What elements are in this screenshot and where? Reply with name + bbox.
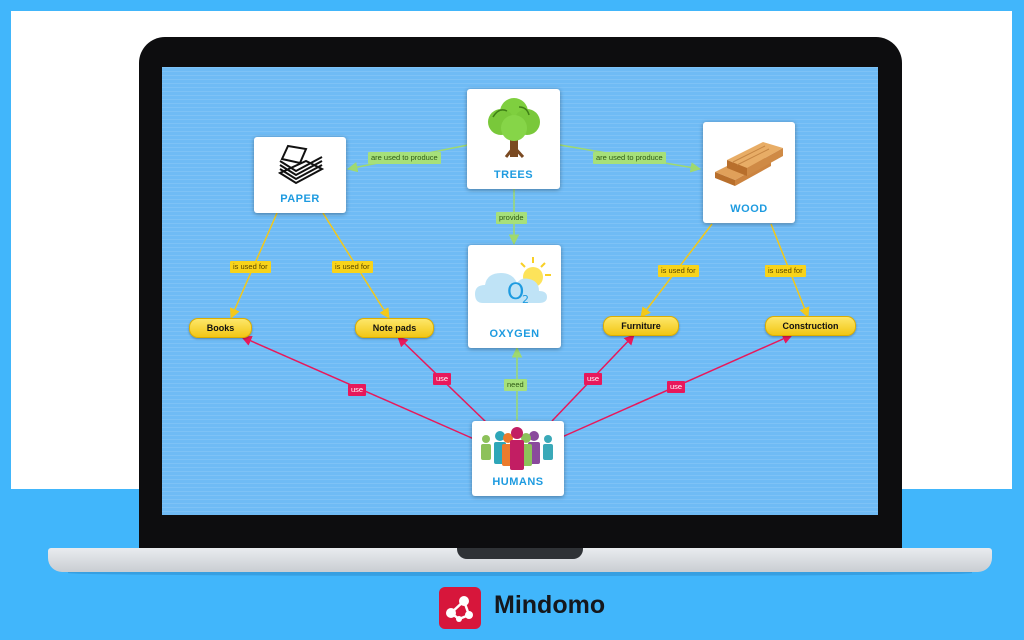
topic-trees[interactable]: TREES	[467, 89, 560, 189]
laptop-notch	[457, 548, 583, 559]
label-paper-notepads[interactable]: is used for	[332, 261, 373, 273]
topic-wood[interactable]: WOOD	[703, 122, 795, 223]
topic-oxygen-title: OXYGEN	[489, 328, 540, 340]
topic-oxygen[interactable]: O 2 OXYGEN	[468, 245, 561, 348]
label-trees-paper[interactable]: are used to produce	[368, 152, 441, 164]
label-humans-construction[interactable]: use	[667, 381, 686, 393]
subtopic-books[interactable]: Books	[189, 318, 252, 338]
mindomo-logo-icon	[439, 587, 481, 629]
topic-paper[interactable]: PAPER	[254, 137, 346, 213]
label-humans-furniture[interactable]: use	[584, 373, 603, 385]
svg-text:2: 2	[522, 293, 529, 306]
topic-humans-title: HUMANS	[492, 476, 544, 488]
label-humans-books[interactable]: use	[348, 384, 367, 396]
label-trees-oxygen[interactable]: provide	[496, 212, 527, 224]
paper-stack-icon	[254, 143, 346, 185]
subtopic-furniture[interactable]: Furniture	[603, 316, 679, 336]
topic-wood-title: WOOD	[730, 203, 768, 215]
tree-icon	[467, 95, 560, 159]
topic-trees-title: TREES	[493, 169, 534, 181]
people-group-icon	[472, 427, 564, 471]
laptop-base-shadow	[68, 570, 972, 576]
label-humans-oxygen[interactable]: need	[504, 379, 527, 391]
subtopic-construction[interactable]: Construction	[765, 316, 856, 336]
label-wood-construction[interactable]: is used for	[765, 265, 806, 277]
subtopic-note-pads[interactable]: Note pads	[355, 318, 434, 338]
label-trees-wood[interactable]: are used to produce	[593, 152, 666, 164]
svg-text:O: O	[507, 280, 524, 305]
oxygen-cloud-sun-icon: O 2	[468, 253, 561, 315]
label-humans-notepads[interactable]: use	[433, 373, 452, 385]
mind-map-canvas[interactable]: TREES PAPER WOOD	[162, 67, 878, 515]
label-wood-furniture[interactable]: is used for	[658, 265, 699, 277]
label-paper-books[interactable]: is used for	[230, 261, 271, 273]
topic-paper-title: PAPER	[280, 193, 320, 205]
wood-planks-icon	[703, 132, 795, 194]
brand-name: Mindomo	[494, 591, 606, 619]
topic-humans[interactable]: HUMANS	[472, 421, 564, 496]
